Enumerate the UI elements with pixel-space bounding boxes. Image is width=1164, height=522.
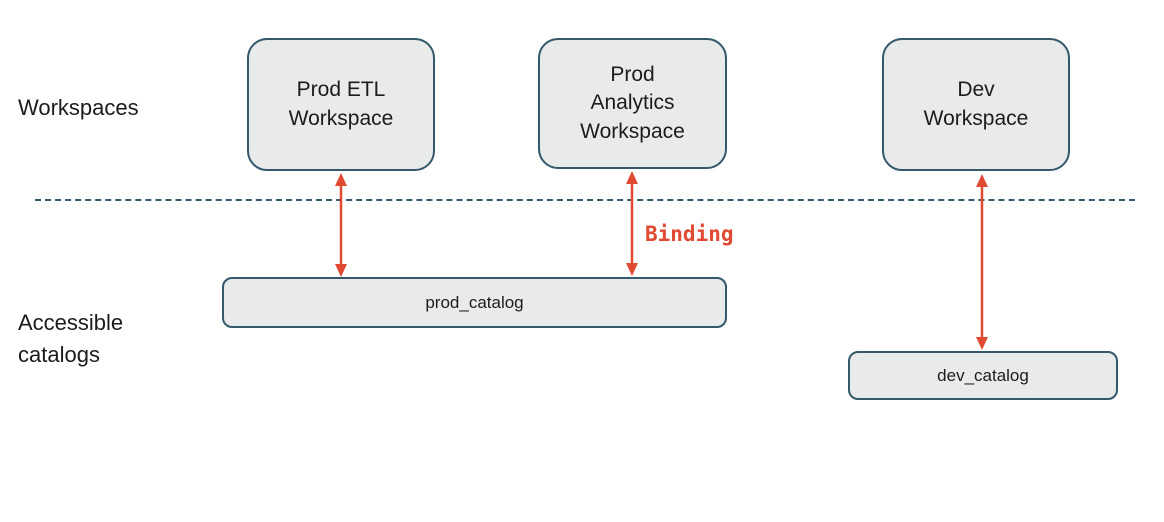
workspace-box-prod-analytics: Prod Analytics Workspace: [538, 38, 727, 169]
workspace-catalog-boundary-dashed-line: [35, 199, 1135, 201]
workspace-box-prod-etl-label: Prod ETL Workspace: [288, 78, 394, 130]
binding-annotation-label: Binding: [645, 222, 734, 246]
workspace-box-dev-label: Dev Workspace: [923, 78, 1029, 130]
workspaces-row-label: Workspaces: [18, 95, 139, 120]
workspace-box-dev: Dev Workspace: [882, 38, 1070, 171]
arrow-prod-analytics-to-prod-catalog-binding: [626, 171, 638, 276]
catalog-box-dev-label: dev_catalog: [937, 365, 1029, 385]
workspace-box-prod-etl: Prod ETL Workspace: [247, 38, 435, 171]
workspace-box-prod-analytics-label: Prod Analytics Workspace: [580, 62, 685, 143]
arrow-prod-etl-to-prod-catalog: [335, 173, 347, 277]
catalog-box-prod-label: prod_catalog: [425, 292, 524, 312]
catalog-box-prod: prod_catalog: [222, 277, 727, 328]
accessible-catalogs-row-label: Accessible catalogs: [18, 310, 124, 367]
catalog-box-dev: dev_catalog: [848, 351, 1118, 400]
